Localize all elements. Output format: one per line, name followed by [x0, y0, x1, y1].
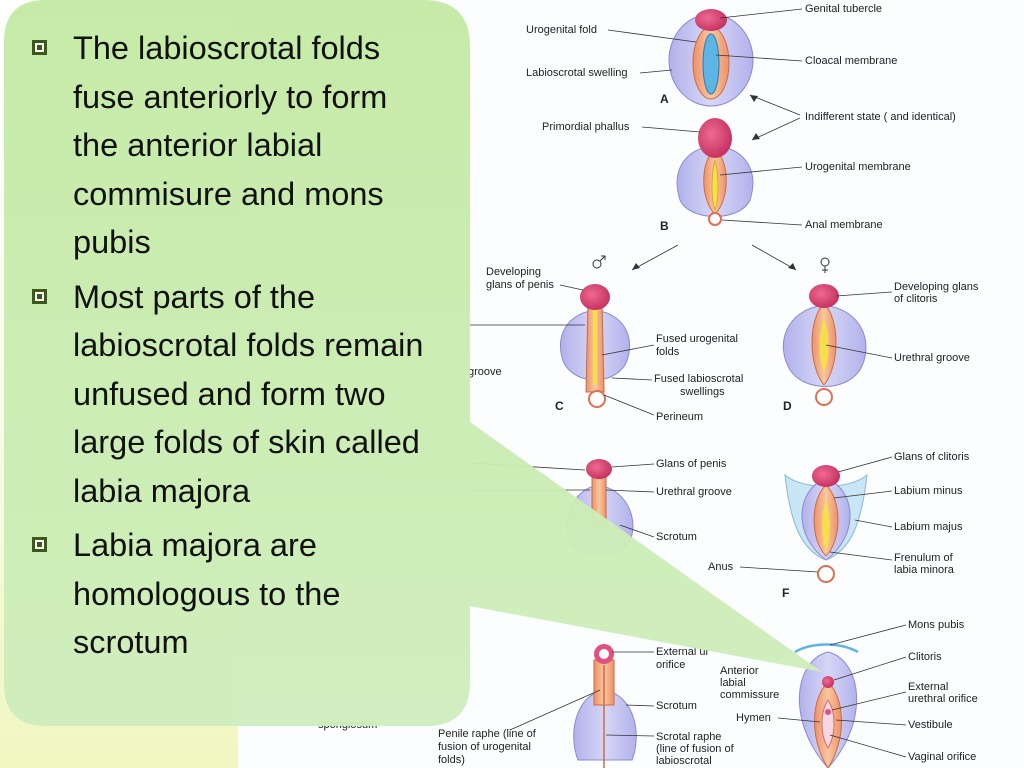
- label-spongiosum: spongiosum: [318, 719, 377, 731]
- label-anterior-labial-2: labial: [720, 677, 746, 689]
- square-bullet-icon: [32, 537, 47, 552]
- label-frenulum-1: Frenulum of: [894, 552, 954, 564]
- label-anal-membrane: Anal membrane: [805, 219, 883, 231]
- label-indifferent-state: Indifferent state ( and identical): [805, 111, 956, 123]
- label-frenulum-2: labia minora: [894, 564, 955, 576]
- stage-d-figure: [782, 284, 867, 406]
- label-scrotal-raphe-1: Scrotal raphe: [656, 731, 721, 743]
- bullet-text: Most parts of the labioscrotal folds rem…: [73, 278, 424, 509]
- label-cloacal-membrane: Cloacal membrane: [805, 55, 897, 67]
- label-developing-glans-clitoris-1: Developing glans: [894, 281, 979, 293]
- label-penile-raphe-2: fusion of urogenital: [438, 741, 531, 753]
- bullet-item: The labioscrotal folds fuse anteriorly t…: [28, 24, 432, 267]
- label-fused-labioscrotal-1: Fused labioscrotal: [654, 373, 743, 385]
- label-clitoris: Clitoris: [908, 651, 942, 663]
- label-mons-pubis: Mons pubis: [908, 619, 965, 631]
- label-scrotum-e: Scrotum: [656, 531, 697, 543]
- stage-c-letter: C: [555, 399, 564, 413]
- stage-f-figure: [784, 465, 868, 583]
- stage-a-figure: [668, 9, 754, 107]
- label-urethral-groove-d: Urethral groove: [894, 352, 970, 364]
- stage-d-letter: D: [783, 399, 792, 413]
- label-scrotal-raphe-2: (line of fusion of: [656, 743, 735, 755]
- label-perineum: Perineum: [656, 411, 703, 423]
- label-external-urethral-2: urethral orifice: [908, 693, 978, 705]
- bullet-item: Most parts of the labioscrotal folds rem…: [28, 273, 432, 516]
- label-vaginal-orifice: Vaginal orifice: [908, 751, 976, 763]
- label-scrotal-raphe-3: labioscrotal: [656, 755, 712, 767]
- callout-bullet-list: The labioscrotal folds fuse anteriorly t…: [28, 24, 432, 673]
- stage-g-figure: [573, 644, 637, 768]
- label-vestibule: Vestibule: [908, 719, 953, 731]
- bullet-item: Labia majora are homologous to the scrot…: [28, 521, 432, 667]
- label-external-urethral-1: External: [908, 681, 948, 693]
- label-developing-glans-clitoris-2: of clitoris: [894, 293, 938, 305]
- stage-b-figure: [676, 118, 754, 226]
- female-symbol-icon: [820, 257, 830, 273]
- stage-c-figure: [559, 284, 631, 408]
- label-fused-urogenital-1: Fused urogenital: [656, 333, 738, 345]
- label-external-ur-1: External ur: [656, 646, 710, 658]
- label-developing-glans-penis-1: Developing: [486, 266, 541, 278]
- stage-a-letter: A: [660, 92, 669, 106]
- label-scrotum-g: Scrotum: [656, 700, 697, 712]
- label-penile-raphe-3: folds): [438, 754, 465, 766]
- label-labium-minus: Labium minus: [894, 485, 963, 497]
- label-anus: Anus: [708, 561, 734, 573]
- label-penile-raphe-1: Penile raphe (line of: [438, 728, 537, 740]
- stage-b-letter: B: [660, 219, 669, 233]
- label-labioscrotal-swelling: Labioscrotal swelling: [526, 67, 628, 79]
- label-anterior-labial-3: commissure: [720, 689, 779, 701]
- bullet-text: The labioscrotal folds fuse anteriorly t…: [73, 30, 388, 260]
- label-developing-glans-penis-2: glans of penis: [486, 279, 554, 291]
- label-anterior-labial-1: Anterior: [720, 665, 759, 677]
- label-urogenital-fold: Urogenital fold: [526, 24, 597, 36]
- label-hymen: Hymen: [736, 712, 771, 724]
- label-fused-labioscrotal-2: swellings: [680, 386, 725, 398]
- square-bullet-icon: [32, 288, 47, 304]
- stage-f-letter: F: [782, 586, 789, 600]
- label-external-ur-2: orifice: [656, 659, 685, 671]
- label-groove-partial: groove: [468, 366, 502, 378]
- square-bullet-icon: [32, 40, 47, 55]
- bullet-text: Labia majora are homologous to the scrot…: [73, 527, 341, 660]
- label-fused-urogenital-2: folds: [656, 346, 680, 358]
- label-glans-of-clitoris: Glans of clitoris: [894, 451, 970, 463]
- label-urethral-groove-e: Urethral groove: [656, 486, 732, 498]
- label-glans-of-penis: Glans of penis: [656, 458, 727, 470]
- label-primordial-phallus: Primordial phallus: [542, 121, 630, 133]
- label-labium-majus: Labium majus: [894, 521, 963, 533]
- label-genital-tubercle: Genital tubercle: [805, 3, 882, 15]
- label-urogenital-membrane: Urogenital membrane: [805, 161, 911, 173]
- male-symbol-icon: [592, 255, 606, 269]
- stage-e-figure: [566, 459, 634, 557]
